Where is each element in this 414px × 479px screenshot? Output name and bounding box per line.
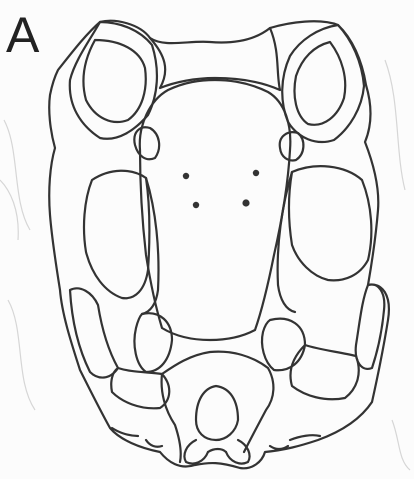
bleed-through-marks — [0, 60, 410, 470]
right-lower-plate-2 — [356, 284, 385, 368]
basal-region-left — [162, 374, 181, 462]
left-orbital-inner — [83, 40, 145, 122]
left-lower-plate-2 — [134, 313, 172, 372]
left-lateral-fenestra — [84, 171, 149, 299]
right-condyle — [226, 440, 250, 464]
foramina — [183, 170, 259, 208]
lower-margin-bits — [112, 428, 320, 449]
right-lower-plate-3 — [291, 345, 359, 399]
right-lateral-fenestra — [289, 166, 371, 280]
right-lower-plate-1 — [262, 319, 305, 371]
outer-outline — [49, 21, 389, 469]
condyle-bridge — [208, 449, 226, 452]
midline-body — [140, 80, 291, 340]
left-lower-plate-3 — [111, 368, 169, 408]
right-orbital-inner — [295, 42, 346, 125]
right-small-process — [280, 132, 304, 160]
left-condyle — [184, 440, 208, 464]
foramen-magnum — [196, 386, 238, 440]
left-small-process — [134, 127, 159, 159]
